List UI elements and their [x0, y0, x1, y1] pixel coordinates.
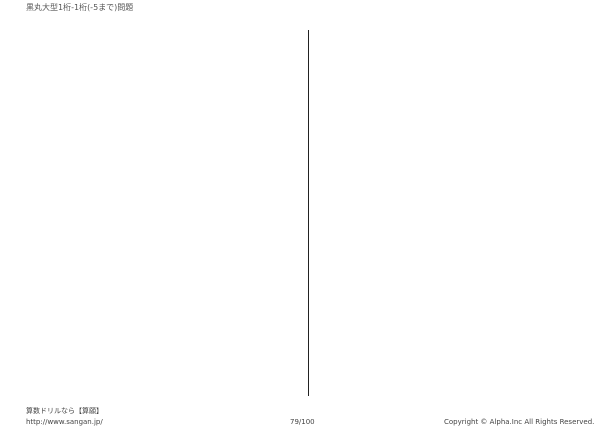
- column-divider: [308, 30, 309, 396]
- page-number: 79/100: [290, 418, 315, 426]
- footer-url[interactable]: http://www.sangan.jp/: [26, 418, 103, 426]
- footer-site-name: 算数ドリルなら【算願】: [26, 407, 103, 415]
- worksheet-title: 黒丸大型1桁-1桁(-5まで)問題: [26, 3, 134, 12]
- footer-copyright: Copyright © Alpha.Inc All Rights Reserve…: [444, 418, 595, 426]
